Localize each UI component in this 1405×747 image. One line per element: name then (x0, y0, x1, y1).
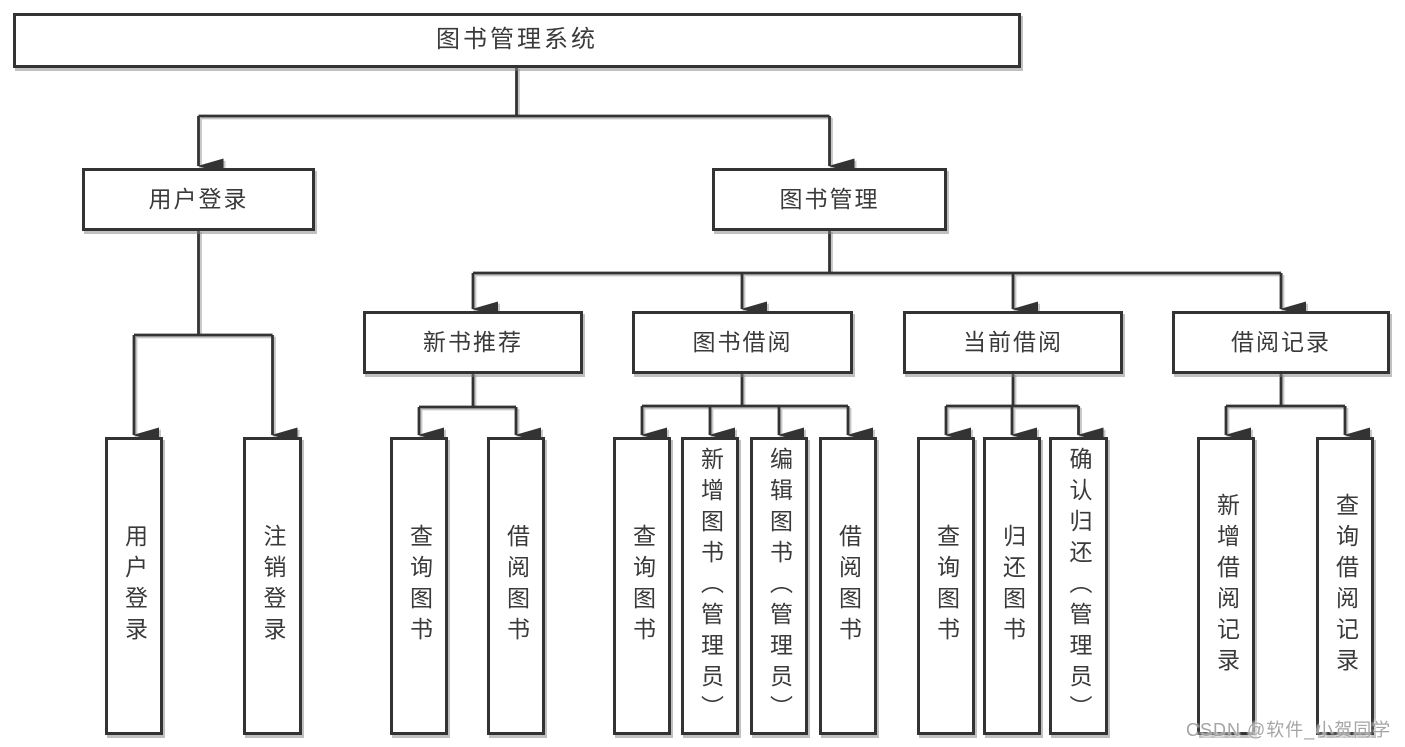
leaf-borrow-books-recommend-label: 借阅图书 (503, 524, 530, 648)
node-book-borrow-label: 图书借阅 (692, 328, 793, 355)
leaf-query-books-current: 查询图书 (917, 437, 975, 735)
leaf-edit-book-admin: 编辑图书（管理员） (750, 437, 808, 735)
node-book-borrow: 图书借阅 (632, 311, 853, 374)
node-borrow-records: 借阅记录 (1172, 311, 1390, 374)
leaf-borrow-books-label: 借阅图书 (835, 524, 862, 648)
node-borrow-records-label: 借阅记录 (1231, 328, 1331, 355)
leaf-borrow-books-recommend: 借阅图书 (487, 437, 545, 735)
leaf-return-book: 归还图书 (983, 437, 1041, 735)
leaf-query-books-recommend-label: 查询图书 (406, 524, 433, 648)
leaf-add-borrow-record: 新增借阅记录 (1197, 437, 1255, 735)
leaf-query-borrow-record: 查询借阅记录 (1316, 437, 1374, 735)
leaf-add-borrow-record-label: 新增借阅记录 (1213, 493, 1240, 679)
node-user-login-label: 用户登录 (148, 185, 249, 212)
node-root-label: 图书管理系统 (436, 26, 598, 54)
leaf-query-books-recommend: 查询图书 (390, 437, 448, 735)
node-new-book-recommend: 新书推荐 (363, 311, 583, 374)
leaf-borrow-books: 借阅图书 (819, 437, 877, 735)
leaf-query-books-current-label: 查询图书 (933, 524, 960, 648)
csdn-watermark: CSDN @软件_小贺同学 (1186, 720, 1392, 740)
leaf-user-login: 用户登录 (105, 437, 163, 735)
leaf-query-books-borrow-label: 查询图书 (629, 524, 656, 648)
node-current-borrow-label: 当前借阅 (963, 328, 1063, 355)
leaf-logout-label: 注销登录 (260, 524, 286, 648)
leaf-return-book-label: 归还图书 (999, 524, 1026, 648)
leaf-confirm-return-admin: 确认归还（管理员） (1049, 437, 1108, 735)
leaf-query-books-borrow: 查询图书 (613, 437, 671, 735)
leaf-confirm-return-admin-label: 确认归还（管理员） (1066, 446, 1092, 726)
node-book-management-label: 图书管理 (779, 185, 880, 212)
node-root: 图书管理系统 (13, 13, 1021, 68)
leaf-add-book-admin: 新增图书（管理员） (681, 437, 739, 735)
node-user-login: 用户登录 (82, 168, 315, 231)
node-new-book-recommend-label: 新书推荐 (423, 328, 523, 355)
leaf-user-login-label: 用户登录 (121, 524, 148, 648)
node-current-borrow: 当前借阅 (903, 311, 1123, 374)
leaf-edit-book-admin-label: 编辑图书（管理员） (766, 446, 793, 726)
node-book-management: 图书管理 (712, 168, 947, 231)
leaf-query-borrow-record-label: 查询借阅记录 (1332, 493, 1359, 679)
leaf-add-book-admin-label: 新增图书（管理员） (697, 446, 724, 726)
leaf-logout: 注销登录 (243, 437, 302, 735)
